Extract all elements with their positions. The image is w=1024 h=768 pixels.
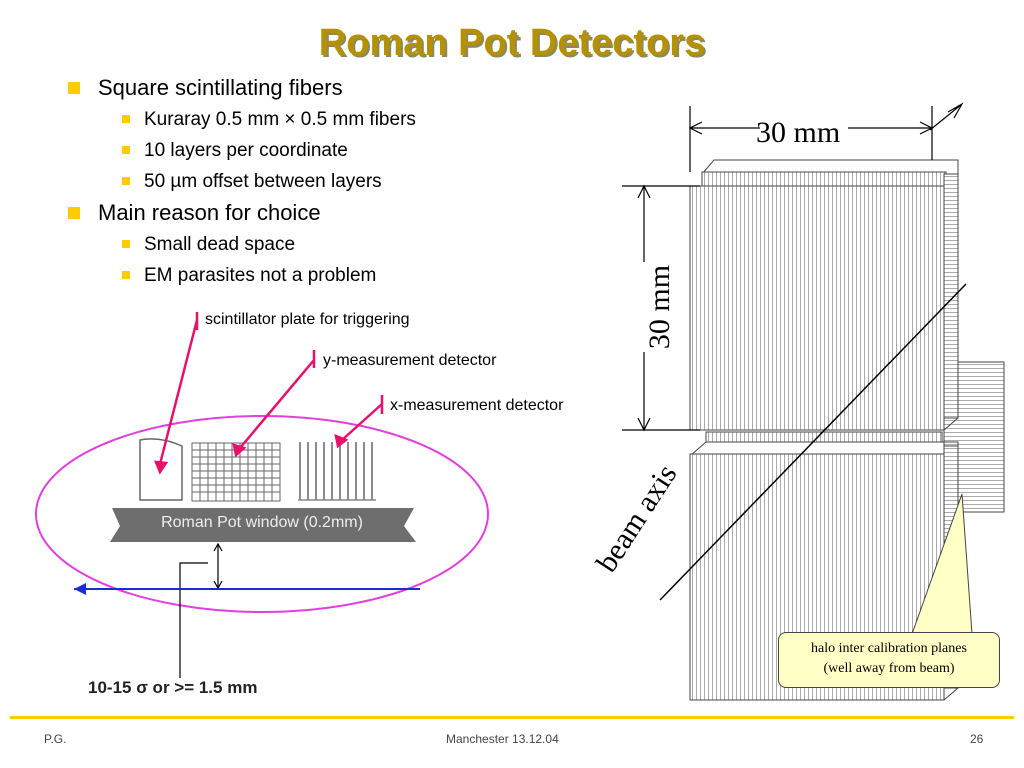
bullet-list: Square scintillating fibers Kuraray 0.5 … (62, 72, 622, 291)
distance-marker (179, 542, 223, 678)
annotation-arrows (154, 312, 384, 475)
distance-label: 10-15 σ or >= 1.5 mm (88, 678, 258, 697)
sub-bullet-dead-space: Small dead space (62, 229, 622, 260)
callout-line-2: (well away from beam) (823, 661, 955, 676)
upper-fiber-block (689, 159, 1005, 513)
bullet-main-reason: Main reason for choice (62, 197, 622, 229)
detector-ellipse (35, 415, 489, 613)
x-detector-fibers (298, 442, 376, 501)
label-x-detector: x-measurement detector (390, 397, 564, 414)
window-label: Roman Pot window (0.2mm) (161, 514, 363, 531)
beam-axis-line (659, 283, 967, 601)
halo-callout: halo inter calibration planes (well away… (778, 632, 1000, 688)
callout-pointer (911, 493, 973, 635)
dimension-lines (622, 102, 964, 432)
label-y-detector: y-measurement detector (323, 352, 497, 369)
callout-line-1: halo inter calibration planes (811, 641, 967, 656)
bullet-square-fibers: Square scintillating fibers (62, 72, 622, 104)
dimension-top-label: 30 mm (756, 116, 841, 149)
sub-bullet-em-parasites: EM parasites not a problem (62, 260, 622, 291)
footer-event: Manchester 13.12.04 (446, 732, 559, 746)
footer-author: P.G. (44, 732, 67, 746)
roman-pot-window (110, 508, 416, 542)
footer-page-number: 26 (970, 732, 984, 746)
beam-line (74, 583, 420, 595)
slide-title: Roman Pot Detectors (318, 22, 706, 64)
sub-bullet-layers: 10 layers per coordinate (62, 135, 622, 166)
label-scintillator: scintillator plate for triggering (205, 311, 410, 328)
footer-divider (10, 716, 1014, 719)
sub-bullet-kuraray: Kuraray 0.5 mm × 0.5 mm fibers (62, 104, 622, 135)
dimension-left-label: 30 mm (643, 264, 677, 350)
sub-bullet-offset: 50 µm offset between layers (62, 166, 622, 197)
